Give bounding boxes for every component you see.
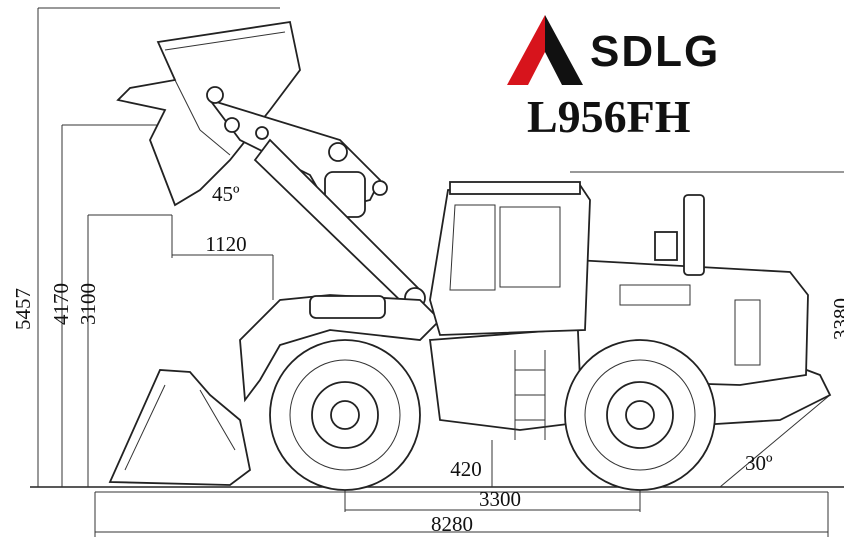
logo-triangle-red	[507, 15, 545, 85]
hinge-height-label: 3100	[76, 283, 100, 325]
logo-triangle-dark	[545, 15, 583, 85]
ladder	[514, 350, 546, 440]
front-wheel	[269, 339, 421, 491]
overall-length-label: 8280	[431, 512, 473, 536]
departure-angle-label: 30º	[745, 451, 773, 475]
lift-cylinder	[309, 295, 386, 319]
raised-bucket-assembly	[116, 20, 388, 218]
rear-wheel	[564, 339, 716, 491]
ground-clearance-label: 420	[450, 457, 482, 481]
exhaust-stack	[683, 194, 705, 276]
dump-angle-label: 45º	[212, 182, 240, 206]
sdlg-logo: SDLG	[507, 15, 720, 85]
overall-height-label: 5457	[11, 288, 35, 330]
lowered-bucket	[108, 294, 442, 486]
dump-reach-label: 1120	[205, 232, 246, 256]
cab-height-label: 3380	[829, 298, 844, 340]
wheelbase-label: 3300	[479, 487, 521, 511]
model-name: L956FH	[527, 91, 691, 142]
dump-height-label: 4170	[49, 283, 73, 325]
brand-name: SDLG	[590, 27, 720, 76]
departure-angle-line	[719, 394, 831, 488]
